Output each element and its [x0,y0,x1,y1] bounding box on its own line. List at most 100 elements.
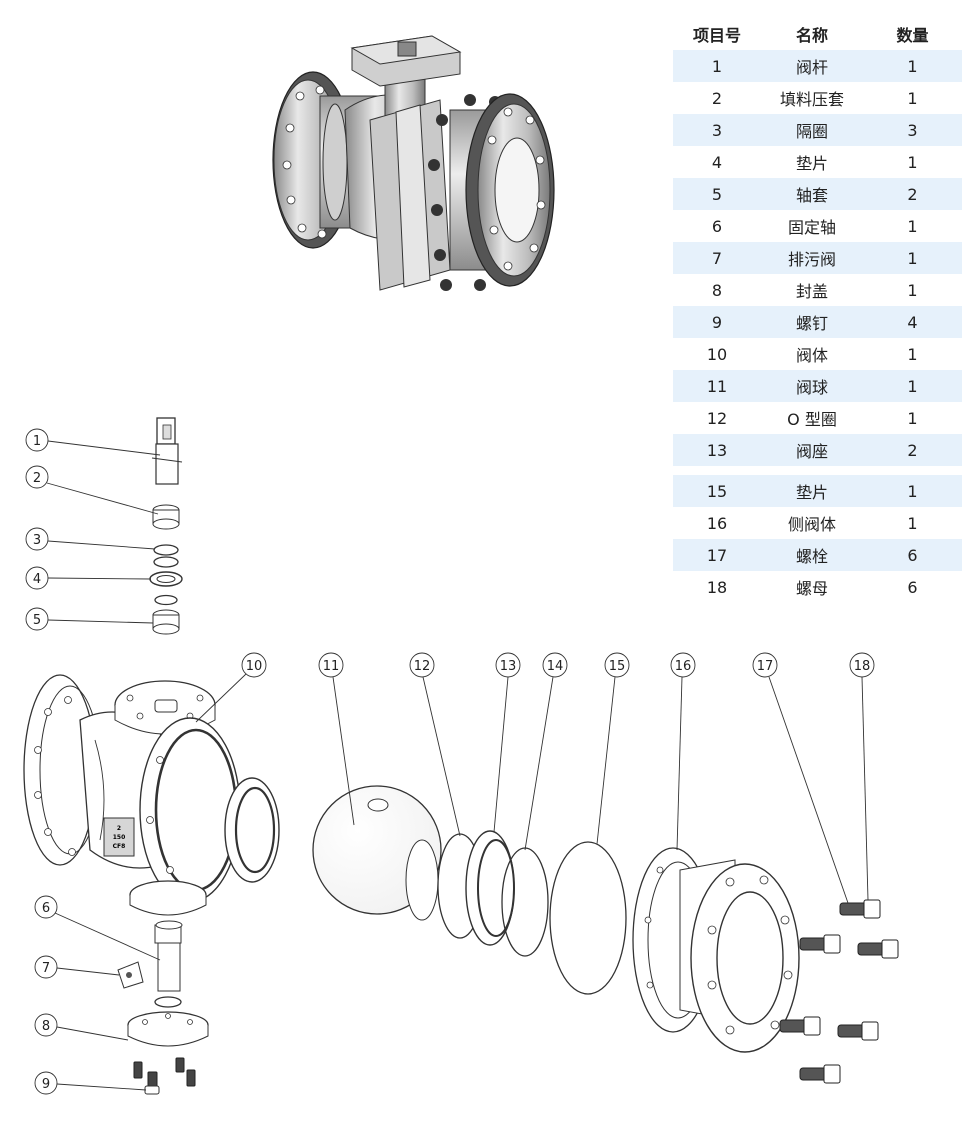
row-item: 13 [706,440,728,460]
table-row: 12 O 型圈 1 [673,402,962,434]
rings [437,830,627,995]
callout-2 [25,465,49,489]
row-qty: 1 [907,481,918,501]
table-row: 7 排污阀 1 [673,242,962,274]
row-qty: 1 [907,408,918,428]
callout-15-label: 15 [609,659,626,674]
row-qty: 3 [907,120,918,140]
row-name: 填料压套 [779,90,844,109]
row-name: 垫片 [795,154,828,173]
callout-3-label: 3 [33,533,41,548]
row-item: 5 [711,184,723,204]
callout-16 [670,652,696,678]
callout-4-label: 4 [33,572,41,587]
row-name: O 型圈 [787,410,837,429]
bolts-nuts [779,899,899,1084]
row-name: 排污阀 [787,250,836,269]
header-name: 名称 [795,26,828,45]
row-name: 固定轴 [787,218,836,237]
callout-9-label: 9 [42,1077,50,1092]
callout-10 [241,652,267,678]
table-row: 6 固定轴 1 [673,210,962,242]
row-qty: 1 [907,216,918,236]
row-qty: 1 [907,88,918,108]
callout-1-label: 1 [33,434,41,449]
row-name: 螺栓 [795,547,828,566]
row-name: 阀球 [795,378,828,397]
row-item: 15 [706,481,728,501]
row-item: 10 [706,344,728,364]
row-qty: 6 [907,577,918,597]
row-name: 轴套 [795,186,828,205]
row-item: 4 [711,152,723,172]
callout-2-label: 2 [33,471,41,486]
callout-15 [604,652,630,678]
row-item: 6 [711,216,723,236]
row-item: 7 [711,248,723,268]
row-qty: 1 [907,513,918,533]
callout-6 [34,895,58,919]
callout-13-label: 13 [500,659,517,674]
row-qty: 4 [907,312,918,332]
callout-5-label: 5 [33,613,41,628]
row-name: 垫片 [795,483,828,502]
row-qty: 1 [907,280,918,300]
callout-5 [25,607,49,631]
row-qty: 1 [907,56,918,76]
table-row: 1 阀杆 1 [673,50,962,82]
callout-3 [25,527,49,551]
callout-18-label: 18 [854,659,871,674]
row-qty: 1 [907,248,918,268]
row-name: 螺钉 [795,314,828,333]
row-qty: 2 [907,184,918,204]
callout-11 [318,652,344,678]
callout-6-label: 6 [42,901,50,916]
callout-17-label: 17 [757,659,774,674]
row-item: 9 [711,312,723,332]
body-mark-2: 150 [113,834,126,841]
row-item: 12 [706,408,728,428]
row-name: 侧阀体 [787,515,836,534]
table-row: 17 螺栓 6 [673,539,962,571]
row-name: 封盖 [795,282,828,301]
table-row: 13 阀座 2 [673,434,962,466]
assembled-valve [272,35,555,291]
callouts: 1 2 3 4 5 6 7 8 9 10 11 12 [25,428,875,1095]
row-item: 11 [706,376,728,396]
callout-8-label: 8 [42,1019,50,1034]
callout-9 [34,1071,58,1095]
row-name: 阀座 [795,442,828,461]
ball [312,785,442,921]
callout-12-label: 12 [414,659,431,674]
valve-body-exploded: 2 150 CF8 [23,674,280,916]
row-qty: 1 [907,152,918,172]
table-row: 16 侧阀体 1 [673,507,962,539]
callout-10-label: 10 [246,659,263,674]
row-qty: 2 [907,440,918,460]
row-item: 8 [711,280,723,300]
row-item: 1 [711,56,723,76]
table-row: 9 螺钉 4 [673,306,962,338]
row-item: 17 [706,545,728,565]
callout-14-label: 14 [547,659,564,674]
callout-14 [542,652,568,678]
callout-17 [752,652,778,678]
table-row: 8 封盖 1 [673,274,962,306]
row-qty: 6 [907,545,918,565]
callout-7-label: 7 [42,961,50,976]
row-qty: 1 [907,376,918,396]
row-name: 阀体 [795,346,828,365]
callout-1 [25,428,49,452]
callout-12 [409,652,435,678]
row-item: 16 [706,513,728,533]
table-row: 11 阀球 1 [673,370,962,402]
row-name: 螺母 [795,579,828,598]
body-mark-1: 2 [117,825,121,832]
row-name: 阀杆 [795,58,828,77]
table-row: 15 垫片 1 [673,475,962,507]
